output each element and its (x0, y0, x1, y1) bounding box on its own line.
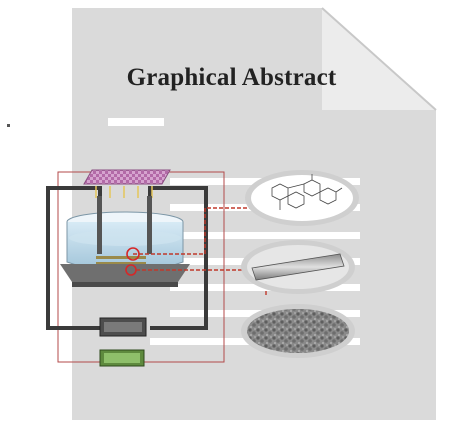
molecular-structure-panel (245, 170, 359, 226)
margin-mark (7, 124, 10, 127)
electrode-rod-icon (251, 253, 345, 281)
beaker-icon (60, 196, 190, 287)
abstract-heading: Graphical Abstract (126, 64, 337, 91)
electrode-surface-panel (241, 240, 355, 294)
porous-texture-icon (247, 309, 349, 353)
power-supply-icon (99, 349, 145, 367)
potentiostat-icon (99, 317, 147, 337)
electrochemical-cell (46, 169, 273, 367)
chemical-structure-icon (271, 174, 343, 210)
porous-film-panel (241, 304, 355, 358)
